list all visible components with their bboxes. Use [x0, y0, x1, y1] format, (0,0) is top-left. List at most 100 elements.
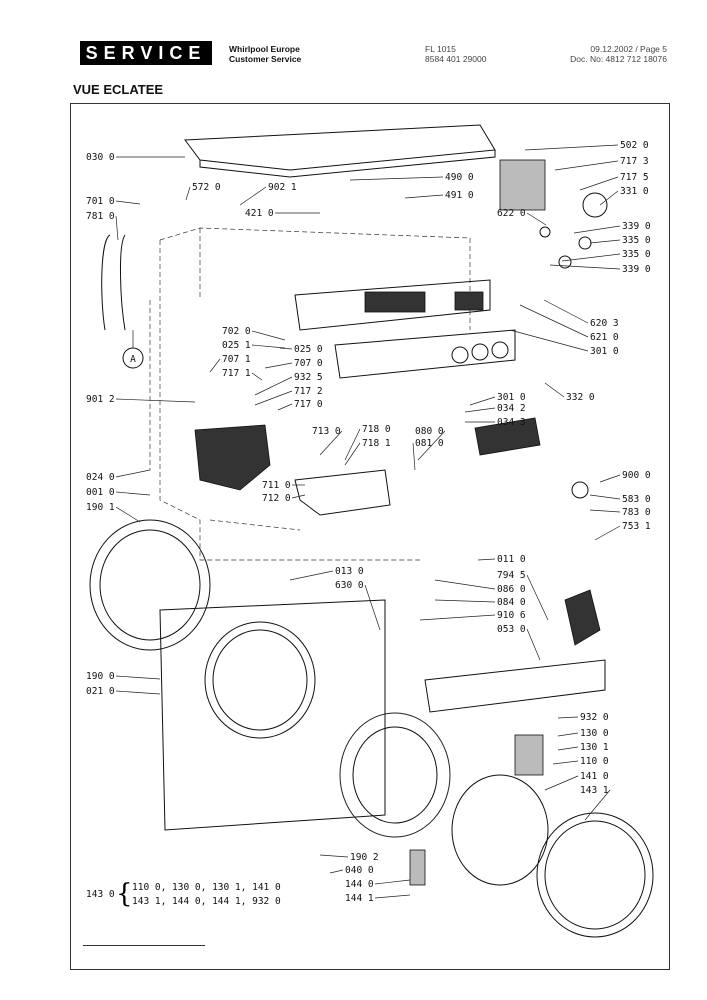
company-block: Whirlpool Europe Customer Service	[229, 44, 301, 64]
part-number-label: 490 0	[445, 172, 474, 183]
leader-line	[115, 398, 196, 403]
leader-line	[349, 176, 444, 181]
part-number-label: 040 0	[345, 865, 374, 876]
diagram-frame	[70, 103, 670, 970]
leader-line	[344, 442, 361, 466]
part-number-label: 024 0	[86, 472, 115, 483]
part-number-label: 783 0	[622, 507, 651, 518]
page-title: VUE ECLATEE	[73, 82, 164, 97]
part-number-label: 332 0	[566, 392, 595, 403]
part-number-label: 901 2	[86, 394, 115, 405]
leader-line	[277, 403, 293, 411]
leader-line	[549, 264, 621, 270]
part-number-label: 335 0	[622, 249, 651, 260]
part-number-label: 335 0	[622, 235, 651, 246]
leader-line	[319, 854, 349, 858]
leader-line	[264, 362, 293, 369]
leader-line	[543, 299, 589, 324]
door-hinge	[409, 734, 544, 886]
part-number-label: 717 1	[222, 368, 251, 379]
electronic-module	[499, 159, 608, 269]
part-number-label: 013 0	[335, 566, 364, 577]
footnote-rule	[83, 945, 205, 946]
leader-line	[509, 329, 589, 352]
leader-line	[115, 506, 141, 523]
brace-line-2: 143 1, 144 0, 144 1, 932 0	[132, 896, 281, 907]
part-number-label: 707 0	[294, 358, 323, 369]
part-number-label: 110 0	[580, 756, 609, 767]
leader-line	[115, 200, 141, 205]
leader-line	[557, 716, 579, 719]
part-number-label: 190 1	[86, 502, 115, 513]
leader-line	[329, 869, 344, 874]
leader-line	[561, 253, 621, 262]
brace-code: 143 0	[86, 889, 115, 900]
leader-line	[374, 894, 411, 899]
part-number-label: 301 0	[590, 346, 619, 357]
leader-line	[573, 225, 621, 234]
leader-line	[417, 430, 446, 461]
part-number-label: 034 2	[497, 403, 526, 414]
part-number-label: 622 0	[497, 208, 526, 219]
leader-line	[434, 579, 496, 590]
leader-line	[115, 675, 161, 680]
leader-line	[589, 239, 621, 244]
part-number-label: 753 1	[622, 521, 651, 532]
part-number-label: 080 0	[415, 426, 444, 437]
part-number-label: 712 0	[262, 493, 291, 504]
control-panel-upper	[294, 279, 491, 331]
brace-symbol: {	[116, 879, 133, 909]
date-page: 09.12.2002 / Page 5	[590, 44, 667, 54]
part-number-label: 053 0	[497, 624, 526, 635]
leader-line	[115, 469, 151, 478]
part-number-label: 190 2	[350, 852, 379, 863]
document-number: Doc. No: 4812 712 18076	[570, 54, 667, 64]
leader-line	[526, 212, 547, 226]
part-number-label: 025 1	[222, 340, 251, 351]
part-number-label: 190 0	[86, 671, 115, 682]
part-number-label: 141 0	[580, 771, 609, 782]
leader-line	[374, 879, 411, 885]
part-number-label: 900 0	[622, 470, 651, 481]
part-number-label: 621 0	[590, 332, 619, 343]
part-number-label: 339 0	[622, 221, 651, 232]
part-number-label: 081 0	[415, 438, 444, 449]
company-department: Customer Service	[229, 54, 302, 64]
leader-line	[579, 176, 619, 191]
leader-line	[594, 525, 621, 541]
part-group-brace: 143 0 { 110 0, 130 0, 130 1, 141 0 143 1…	[86, 879, 281, 909]
part-number-label: 718 0	[362, 424, 391, 435]
door-glass	[451, 774, 549, 886]
part-number-label: 301 0	[497, 392, 526, 403]
part-number-label: 701 0	[86, 196, 115, 207]
part-number-label: 143 1	[580, 785, 609, 796]
leader-line	[412, 442, 416, 471]
leader-line	[589, 509, 621, 513]
control-panel-front	[334, 329, 516, 379]
part-number-label: 084 0	[497, 597, 526, 608]
leader-line	[519, 304, 589, 338]
leader-line	[419, 614, 496, 621]
model-number: FL 1015	[425, 44, 456, 54]
leader-line	[115, 215, 119, 241]
leader-line	[554, 160, 619, 171]
leader-line	[526, 628, 541, 661]
part-number-label: 910 6	[497, 610, 526, 621]
document-meta: 09.12.2002 / Page 5 Doc. No: 4812 712 18…	[570, 44, 667, 64]
part-number-label: 932 0	[580, 712, 609, 723]
leader-line	[599, 190, 619, 206]
leader-line	[599, 474, 621, 483]
door-gasket	[89, 519, 211, 651]
part-number-label: 902 1	[268, 182, 297, 193]
part-number-label: 339 0	[622, 264, 651, 275]
part-number-label: 572 0	[192, 182, 221, 193]
leader-line	[239, 186, 267, 206]
leader-line	[209, 358, 221, 373]
part-number-label: 502 0	[620, 140, 649, 151]
top-cover	[184, 124, 496, 178]
leader-line	[289, 570, 334, 581]
leader-line	[477, 558, 496, 561]
part-number-label: 021 0	[86, 686, 115, 697]
part-number-label: 707 1	[222, 354, 251, 365]
leader-line	[557, 732, 579, 737]
